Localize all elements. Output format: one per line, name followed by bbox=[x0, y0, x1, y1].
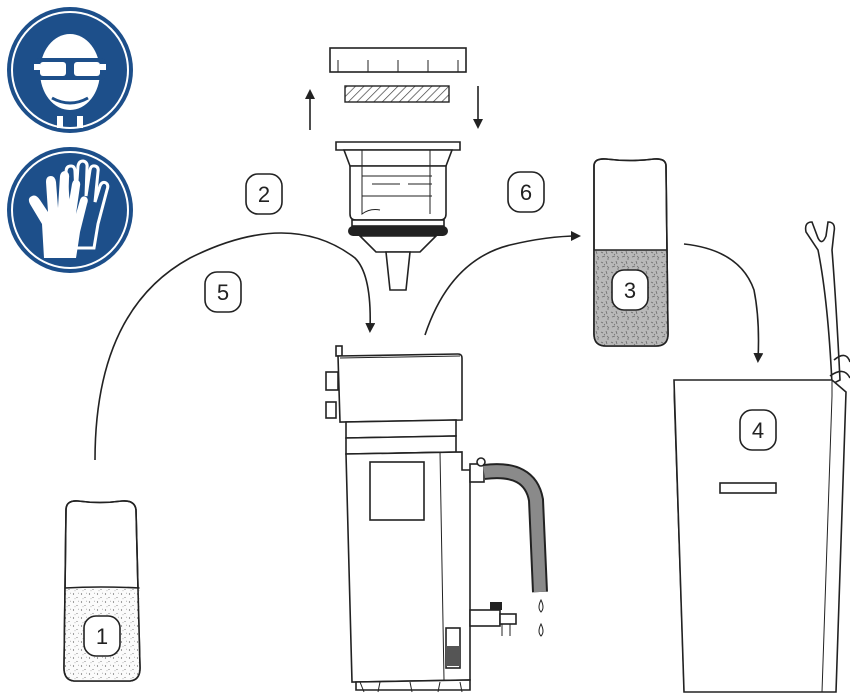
step-2-label: 2 bbox=[245, 173, 283, 215]
filter-basket bbox=[335, 141, 461, 291]
filter-unit bbox=[325, 345, 517, 693]
media-container-1 bbox=[63, 500, 141, 682]
eye-protection-sign bbox=[7, 7, 133, 133]
water-drops bbox=[538, 598, 544, 637]
eye-protection-icon bbox=[34, 34, 106, 128]
step-1-label: 1 bbox=[83, 615, 121, 657]
step-3-label: 3 bbox=[611, 269, 649, 311]
arrow-step-6 bbox=[424, 231, 581, 336]
svg-text:1: 1 bbox=[96, 624, 108, 649]
media-container-3 bbox=[593, 158, 669, 347]
hand-protection-sign bbox=[7, 147, 133, 273]
svg-text:4: 4 bbox=[752, 418, 764, 443]
hand-protection-icon bbox=[28, 159, 110, 258]
filter-cover bbox=[329, 47, 467, 73]
filter-pad bbox=[344, 85, 450, 103]
waste-bin bbox=[673, 221, 850, 693]
step-4-label: 4 bbox=[739, 409, 777, 451]
step-5-label: 5 bbox=[204, 271, 242, 313]
svg-text:6: 6 bbox=[520, 180, 532, 205]
arrow-step-5 bbox=[94, 232, 376, 461]
svg-text:2: 2 bbox=[258, 182, 270, 207]
svg-text:3: 3 bbox=[624, 278, 636, 303]
arrow-to-bin bbox=[683, 243, 764, 363]
step-6-label: 6 bbox=[507, 171, 545, 213]
svg-text:5: 5 bbox=[217, 280, 229, 305]
